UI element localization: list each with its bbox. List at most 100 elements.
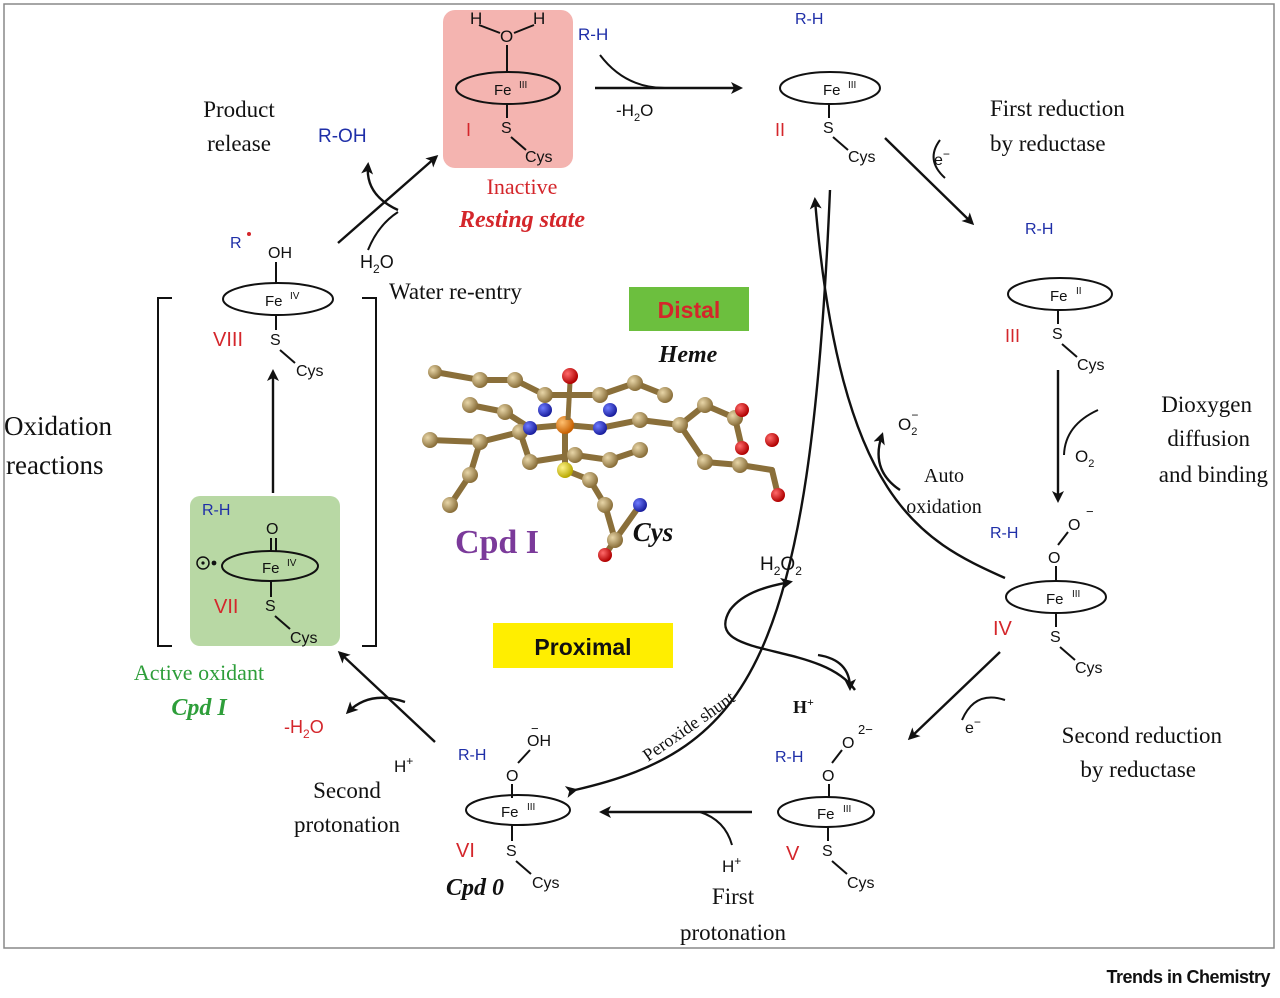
proximal-oxygen: O (822, 768, 834, 785)
oxidation-state: III (1072, 589, 1080, 600)
state-I: H H O Fe III S Cys I Inactive Resting st… (443, 9, 585, 233)
water-h-left: H (470, 9, 482, 28)
hydroxyl: OH (527, 733, 551, 750)
step-IV-V: e− Second reduction by reductase (907, 651, 1223, 782)
second-reduction-label: Second reduction (1062, 723, 1223, 748)
product-release-label-2: release (207, 131, 271, 156)
second-protonation-label-2: protonation (294, 812, 401, 837)
iron: Fe (1050, 288, 1068, 305)
charge: − (1086, 504, 1094, 519)
center-panel: Distal Heme Proximal Cpd I Cys (422, 287, 785, 668)
cysteine: Cys (848, 149, 876, 166)
proton-shunt: H+ (793, 695, 814, 717)
step-V-VI: H+ First protonation (599, 806, 787, 945)
proximal-oxygen: O (1048, 550, 1060, 567)
substrate: R-H (1025, 221, 1053, 238)
oxidation-state: IV (290, 291, 300, 302)
active-oxidant-label: Active oxidant (134, 660, 264, 685)
state-IV: R-H O − O Fe III S Cys IV (990, 504, 1107, 677)
iron: Fe (1046, 591, 1064, 608)
substrate-radical: R (230, 235, 242, 252)
water-out: -H2O (284, 717, 324, 741)
cys-model-label: Cys (633, 517, 674, 547)
water-reentry-label: Water re-entry (389, 279, 522, 304)
water-h-right: H (533, 9, 545, 28)
charge: − (531, 721, 539, 736)
substrate: R-H (990, 525, 1018, 542)
cpd-0-label: Cpd 0 (446, 875, 504, 901)
state-III: R-H Fe II S Cys III (1005, 221, 1113, 374)
sulfur: S (270, 332, 281, 349)
dioxygen-label-3: and binding (1159, 462, 1269, 487)
water-loss: -H2O (616, 101, 653, 124)
superoxide: O2− (898, 408, 918, 438)
substrate: R-H (202, 502, 230, 519)
cysteine: Cys (290, 630, 318, 647)
state-numeral-V: V (786, 843, 800, 865)
iron: Fe (262, 560, 280, 577)
electron-2: e− (965, 715, 981, 737)
oxidation-state: III (843, 804, 851, 815)
step-VIII-I: Product release R-OH H2O Water re-entry (203, 97, 522, 304)
proximal-oxygen: O (506, 768, 518, 785)
diagram-frame (3, 3, 1275, 949)
product-release-label: Product (203, 97, 275, 122)
step-auto-oxidation: O2− Auto oxidation (809, 197, 1006, 580)
oxidation-state: IV (287, 558, 297, 569)
first-protonation-label-2: protonation (680, 920, 787, 945)
oxygen-in: O2 (1075, 447, 1094, 470)
dioxygen-label-2: diffusion (1167, 426, 1250, 451)
state-II: R-H Fe III S Cys II (775, 11, 881, 166)
heme-atoms (422, 365, 785, 562)
iron: Fe (501, 804, 519, 821)
substrate: R-H (795, 11, 823, 28)
iron: Fe (823, 82, 841, 99)
cpd-i-label: Cpd I (171, 695, 228, 721)
charge: 2− (858, 722, 873, 737)
step-I-II: R-H -H2O (578, 25, 743, 124)
cysteine: Cys (1077, 357, 1105, 374)
proximal-box (493, 623, 673, 668)
sulfur: S (265, 598, 276, 615)
product-roh: R-OH (318, 126, 367, 147)
proton-2: H+ (394, 754, 413, 776)
substrate: R-H (458, 747, 486, 764)
state-VII: R-H O Fe IV S Cys VII Active oxidant Cpd… (134, 496, 340, 721)
distal-label: Distal (658, 297, 721, 323)
step-peroxide-shunt: H2O2 H+ Peroxide shunt (564, 189, 856, 798)
sulfur: S (823, 120, 834, 137)
distal-box (629, 287, 749, 331)
sulfur: S (822, 843, 833, 860)
heme-label: Heme (658, 342, 718, 368)
distal-oxygen: O (1068, 517, 1080, 534)
state-numeral-IV: IV (993, 618, 1013, 640)
state-numeral-I: I (466, 120, 471, 140)
oxidation-state: III (848, 80, 856, 91)
journal-footer: Trends in Chemistry (1106, 967, 1270, 987)
first-reduction-label-2: by reductase (990, 131, 1106, 156)
proton-1: H+ (722, 854, 741, 876)
step-II-III: First reduction by reductase e− (884, 96, 1125, 226)
oxidation-reactions-label-2: reactions (6, 450, 103, 480)
second-reduction-label-2: by reductase (1080, 757, 1196, 782)
substrate-in: R-H (578, 25, 608, 44)
oxidation-state: III (527, 802, 535, 813)
inactive-label: Inactive (487, 174, 558, 199)
step-VI-VII: -H2O H+ Second protonation (284, 650, 436, 837)
water-o: O (500, 27, 513, 46)
distal-oxygen: O (842, 735, 854, 752)
substrate: R-H (775, 749, 803, 766)
oxidation-state: II (1076, 286, 1082, 297)
second-protonation-label: Second (313, 778, 381, 803)
iron: Fe (265, 293, 283, 310)
state-numeral-VI: VI (456, 840, 475, 862)
cysteine: Cys (525, 149, 553, 166)
sulfur: S (1052, 326, 1063, 343)
active-oxidant-highlight (190, 496, 340, 646)
sulfur: S (506, 843, 517, 860)
step-III-IV: O2 Dioxygen diffusion and binding (1052, 370, 1269, 503)
sulfur: S (501, 120, 512, 137)
hydrogen-peroxide: H2O2 (760, 554, 802, 578)
